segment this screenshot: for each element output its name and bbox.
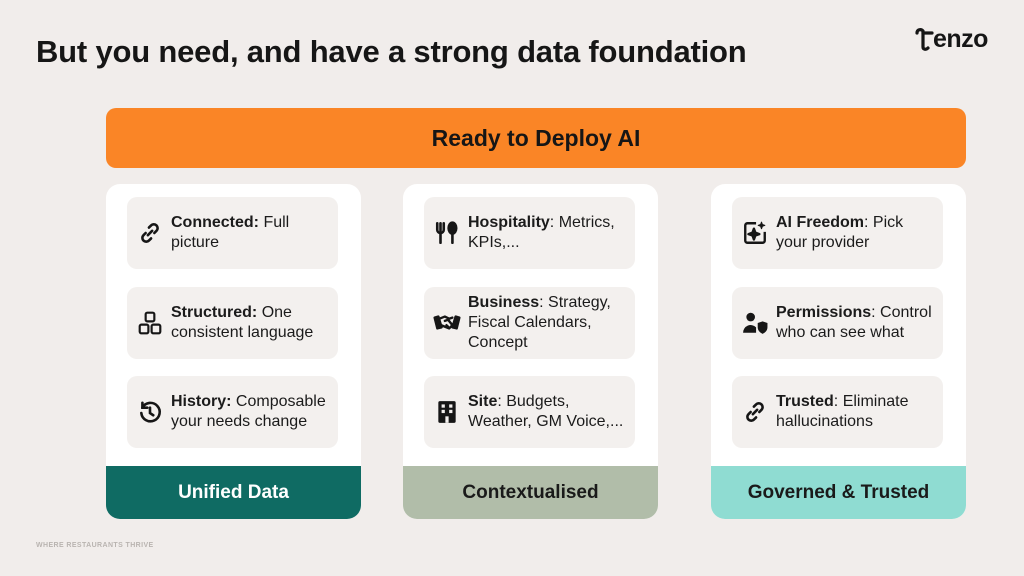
card-label: Business <box>468 294 540 311</box>
cutlery-icon <box>432 220 462 246</box>
card-structured: Structured: One consistent language <box>127 287 338 359</box>
tenzo-t-icon <box>915 28 934 51</box>
contextualised-column: Hospitality: Metrics, KPIs,... Business:… <box>403 184 658 519</box>
slide-title: But you need, and have a strong data fou… <box>36 34 747 69</box>
contextualised-footer: Contextualised <box>403 466 658 519</box>
unified-data-footer: Unified Data <box>106 466 361 519</box>
card-text: : Control who can see what <box>776 304 932 341</box>
card-business: Business: Strategy, Fiscal Calendars, Co… <box>424 287 635 359</box>
handshake-icon <box>432 310 462 336</box>
card-label: Trusted <box>776 393 834 410</box>
card-text: : Strategy, Fiscal Calendars, Concept <box>468 294 611 351</box>
card-text: One consistent language <box>171 304 314 341</box>
user-shield-icon <box>740 310 770 336</box>
governed-trusted-footer: Governed & Trusted <box>711 466 966 519</box>
card-text: : Budgets, Weather, GM Voice,... <box>468 393 624 430</box>
card-text: Composable your needs change <box>171 393 326 430</box>
card-text: : Eliminate hallucinations <box>776 393 909 430</box>
card-label: Site <box>468 393 498 410</box>
tagline: WHERE RESTAURANTS THRIVE <box>36 542 154 549</box>
card-text: Full picture <box>171 214 290 251</box>
link-icon <box>740 399 770 425</box>
card-text: : Metrics, KPIs,... <box>468 214 615 251</box>
history-icon <box>135 399 165 425</box>
card-label: History: <box>171 393 232 410</box>
governed-trusted-column: AI Freedom: Pick your provider Permissio… <box>711 184 966 519</box>
card-history: History: Composable your needs change <box>127 376 338 448</box>
card-ai-freedom: AI Freedom: Pick your provider <box>732 197 943 269</box>
sparkle-icon <box>740 220 770 246</box>
card-site: Site: Budgets, Weather, GM Voice,... <box>424 376 635 448</box>
card-label: AI Freedom <box>776 214 865 231</box>
card-connected: Connected: Full picture <box>127 197 338 269</box>
building-icon <box>432 399 462 425</box>
blocks-icon <box>135 310 165 336</box>
card-label: Hospitality <box>468 214 550 231</box>
card-label: Structured: <box>171 304 258 321</box>
unified-data-column: Connected: Full picture Structured: One … <box>106 184 361 519</box>
link-icon <box>135 220 165 246</box>
card-text: : Pick your provider <box>776 214 904 251</box>
ready-to-deploy-banner: Ready to Deploy AI <box>106 108 966 168</box>
card-trusted: Trusted: Eliminate hallucinations <box>732 376 943 448</box>
card-label: Permissions <box>776 304 872 321</box>
card-hospitality: Hospitality: Metrics, KPIs,... <box>424 197 635 269</box>
tenzo-logo: enzo <box>914 24 988 54</box>
logo-text: enzo <box>933 24 988 53</box>
card-label: Connected: <box>171 214 259 231</box>
card-permissions: Permissions: Control who can see what <box>732 287 943 359</box>
